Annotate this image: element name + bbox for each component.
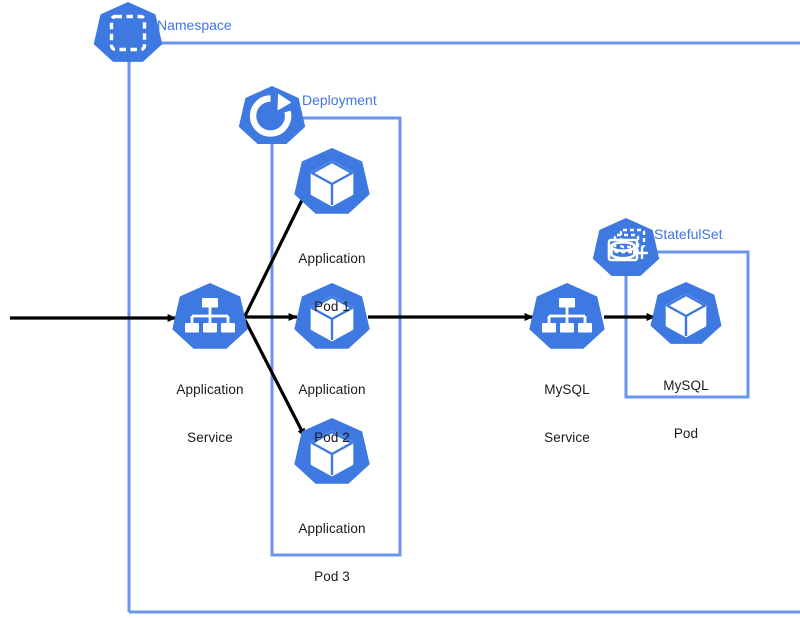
application-pod-3-label: Application Pod 3 bbox=[262, 489, 402, 617]
deployment-icon bbox=[238, 86, 306, 144]
application-pod-1-label-line1: Application bbox=[298, 251, 366, 266]
application-pod-1-label: Application Pod 1 bbox=[262, 219, 402, 347]
application-pod-1-label-line2: Pod 1 bbox=[314, 299, 350, 314]
edge-application-service-to-pod-3 bbox=[243, 319, 307, 438]
mysql-pod-label: MySQL Pod bbox=[616, 346, 756, 474]
mysql-service-label-line2: Service bbox=[544, 430, 590, 445]
statefulset-icon bbox=[592, 218, 660, 276]
statefulset-group-label: StatefulSet bbox=[654, 226, 723, 242]
application-service-label-line2: Service bbox=[187, 430, 233, 445]
mysql-pod-icon bbox=[650, 282, 722, 344]
mysql-service-icon bbox=[529, 283, 605, 349]
application-pod-2-label: Application Pod 2 bbox=[262, 350, 402, 478]
mysql-service-label-line1: MySQL bbox=[544, 382, 590, 397]
application-service-label: Application Service bbox=[140, 350, 280, 478]
namespace-boundary bbox=[127, 41, 800, 614]
mysql-pod-label-line1: MySQL bbox=[663, 378, 709, 393]
application-pod-2-icon bbox=[294, 283, 370, 349]
application-pod-3-label-line1: Application bbox=[298, 521, 366, 536]
application-service-label-line1: Application bbox=[176, 382, 244, 397]
application-pod-1-icon bbox=[294, 148, 370, 214]
application-service-icon bbox=[172, 283, 248, 349]
namespace-group-label: Namespace bbox=[157, 17, 232, 33]
deployment-group-label: Deployment bbox=[302, 92, 377, 108]
namespace-icon bbox=[93, 2, 163, 62]
deployment-boundary bbox=[270, 116, 402, 557]
mysql-service-label: MySQL Service bbox=[497, 350, 637, 478]
mysql-pod-label-line2: Pod bbox=[673, 426, 699, 441]
application-pod-3-icon bbox=[294, 418, 370, 484]
application-pod-2-label-line2: Pod 2 bbox=[314, 430, 350, 445]
statefulset-boundary bbox=[624, 250, 750, 399]
edge-application-service-to-pod-1 bbox=[243, 191, 308, 317]
application-pod-2-label-line1: Application bbox=[298, 382, 366, 397]
application-pod-3-label-line2: Pod 3 bbox=[314, 569, 350, 584]
